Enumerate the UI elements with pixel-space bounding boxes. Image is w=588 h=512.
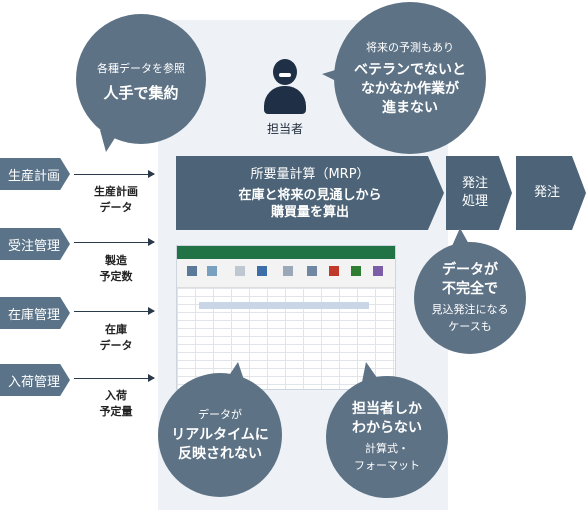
arrow-receiving-management xyxy=(74,374,155,382)
order-processing-line-2: 処理 xyxy=(461,194,488,209)
bubble-big-text-1: リアルタイムに xyxy=(171,427,269,443)
order-label: 発注 xyxy=(533,185,560,200)
arrow-order-management xyxy=(74,238,155,246)
bubble-big-text-2: 不完全で xyxy=(442,281,498,297)
tag-production-plan: 生産計画 xyxy=(0,158,70,190)
person-icon xyxy=(273,59,297,85)
bubble-only-person-knows: 担当者しか わからない 計算式・ フォーマット xyxy=(326,376,448,498)
mrp-line-1: 在庫と将来の見通しから xyxy=(238,188,382,203)
tag-inventory-management: 在庫管理 xyxy=(0,297,70,329)
bubble-big-text-2: 反映されない xyxy=(178,446,262,462)
bubble-not-realtime: データが リアルタイムに 反映されない xyxy=(158,373,282,497)
spreadsheet-image xyxy=(176,245,396,390)
bubble-big-text-1: データが xyxy=(442,262,498,278)
bubble-tail xyxy=(322,68,342,84)
bubble-tail xyxy=(452,228,470,246)
bubble-big-text-2: わからない xyxy=(352,420,422,436)
person-body xyxy=(264,86,306,114)
bubble-big-text-1: ベテランでないと xyxy=(354,61,466,78)
bubble-big-text: 人手で集約 xyxy=(103,83,179,102)
flow-label-manufacturing: 製造予定数 xyxy=(99,254,133,283)
bubble-small-text: データが xyxy=(198,408,242,421)
person-label: 担当者 xyxy=(266,122,303,136)
bubble-small-text-2: ケースも xyxy=(448,320,492,333)
bubble-big-text-2: なかなか作業が xyxy=(361,80,459,97)
bubble-small-text: 将来の予測もあり xyxy=(366,40,454,54)
flow-label-production-plan: 生産計画データ xyxy=(94,185,138,214)
spreadsheet-header-row xyxy=(199,302,369,309)
spreadsheet-ribbon xyxy=(177,259,395,288)
bubble-tail xyxy=(362,362,380,382)
bubble-small-text-2: フォーマット xyxy=(354,459,420,472)
arrow-production-plan xyxy=(74,170,155,178)
bubble-veteran-required: 将来の予測もあり ベテランでないと なかなか作業が 進まない xyxy=(334,2,486,154)
spreadsheet-title-bar xyxy=(177,246,395,259)
mrp-line-2: 購買量を算出 xyxy=(270,205,349,220)
mrp-title: 所要量計算（MRP） xyxy=(250,167,370,182)
bubble-manual-aggregation: 各種データを参照 人手で集約 xyxy=(76,14,206,144)
mrp-process-box: 所要量計算（MRP） 在庫と将来の見通しから 購買量を算出 xyxy=(176,156,444,230)
order-processing-line-1: 発注 xyxy=(461,176,488,191)
person-mustache xyxy=(279,73,291,77)
arrow-inventory-management xyxy=(74,307,155,315)
bubble-big-text-1: 担当者しか xyxy=(352,401,422,417)
bubble-small-text-1: 計算式・ xyxy=(365,442,409,455)
order-processing-box: 発注 処理 xyxy=(446,156,512,230)
tag-order-management: 受注管理 xyxy=(0,228,70,260)
flow-label-inventory: 在庫データ xyxy=(99,323,133,352)
order-box: 発注 xyxy=(516,156,586,230)
tag-receiving-management: 入荷管理 xyxy=(0,364,70,396)
bubble-tail xyxy=(100,130,120,152)
bubble-small-text: 各種データを参照 xyxy=(97,61,185,75)
bubble-big-text-3: 進まない xyxy=(382,99,438,116)
flow-label-receiving: 入荷予定量 xyxy=(99,389,133,418)
bubble-tail xyxy=(226,362,244,380)
bubble-incomplete-data: データが 不完全で 見込発注になる ケースも xyxy=(414,242,526,354)
bubble-small-text-1: 見込発注になる xyxy=(431,303,509,316)
